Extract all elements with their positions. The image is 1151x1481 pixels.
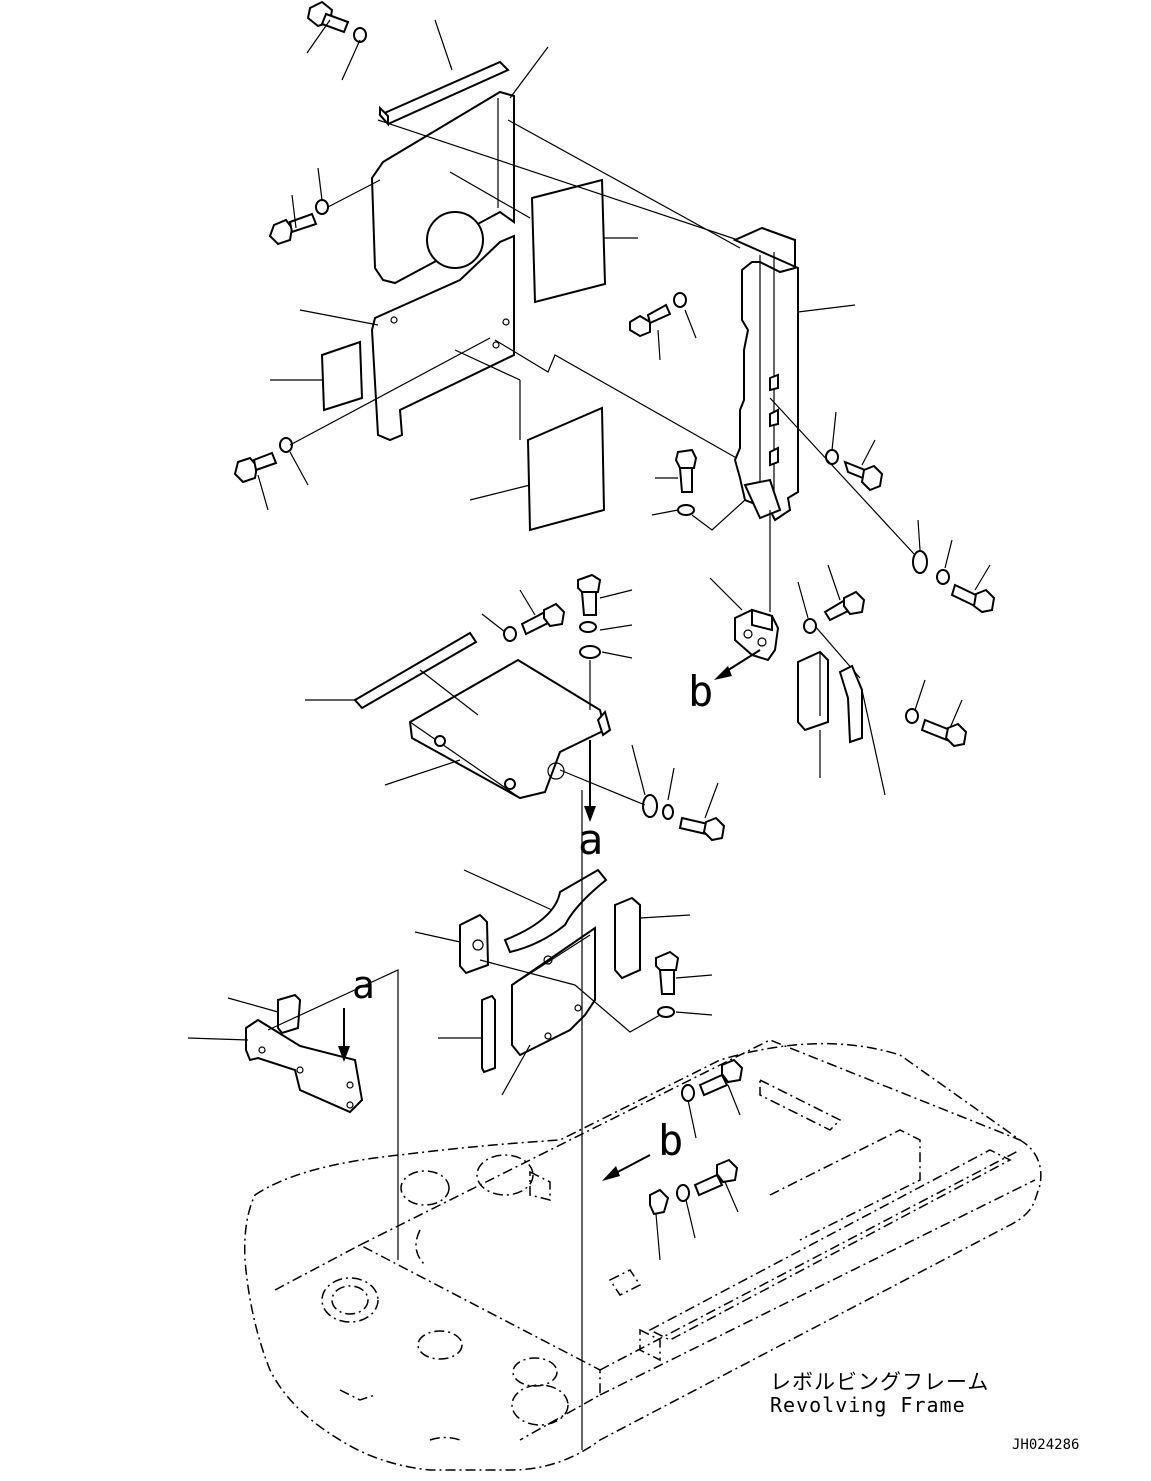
- frame-caption-japanese: レボルビングフレーム: [770, 1370, 990, 1394]
- bolt-icon: [629, 303, 672, 338]
- sponge-pad: [526, 406, 606, 532]
- sponge-pad: [530, 178, 607, 304]
- washer-icon: [579, 645, 601, 659]
- tray-cover: [353, 631, 612, 800]
- lower-cover-plate: [370, 234, 515, 442]
- bolt-icon: [520, 602, 566, 636]
- bolt-icon: [655, 950, 680, 995]
- washer-icon: [912, 550, 928, 574]
- washer-icon: [905, 708, 919, 724]
- bolt-icon: [674, 448, 698, 493]
- upper-cover-plate: [370, 90, 515, 285]
- washer-icon: [936, 569, 950, 585]
- bolt-icon: [233, 451, 278, 484]
- small-rubber-pad: [320, 340, 364, 412]
- washer-icon: [315, 199, 329, 215]
- vertical-support-bracket: [732, 226, 799, 522]
- bolt-icon: [950, 583, 996, 614]
- bolt-icon: [306, 0, 350, 34]
- bolt-icon: [843, 460, 884, 492]
- washer-icon: [676, 1184, 690, 1202]
- washer-icon: [681, 1084, 695, 1102]
- washer-icon: [673, 292, 687, 308]
- frame-caption-english: Revolving Frame: [770, 1393, 966, 1417]
- view-label-b-upper: b: [688, 667, 713, 716]
- small-pad-left: [277, 993, 302, 1035]
- bolt-icon: [268, 212, 318, 246]
- bolt-icon: [698, 1058, 744, 1097]
- view-arrow-a: [584, 740, 596, 822]
- bolt-icon: [823, 590, 866, 622]
- bolt-icon: [577, 573, 602, 616]
- rubber-pad-tall: [797, 650, 829, 732]
- rubber-strip-top: [378, 60, 510, 127]
- tall-rubber-block: [614, 896, 641, 980]
- side-cover-plate: [511, 926, 596, 1057]
- washer-icon: [642, 794, 658, 818]
- bolt-icon: [693, 1158, 739, 1197]
- top-plate-assembly: [233, 0, 741, 532]
- washer-icon: [662, 804, 674, 820]
- support-bracket-left: [245, 1018, 364, 1114]
- bolt-icon: [678, 816, 726, 842]
- washer-icon: [825, 449, 839, 465]
- view-arrow-b: [714, 649, 761, 680]
- washer-icon: [803, 618, 817, 634]
- washer-icon: [353, 27, 367, 43]
- tall-rubber-block: [481, 994, 496, 1074]
- view-arrow-b: [602, 1154, 651, 1181]
- clip-bracket: [838, 664, 863, 744]
- revolving-frame: [243, 1039, 1042, 1471]
- washer-icon: [657, 1006, 675, 1018]
- washer-icon: [677, 504, 695, 516]
- view-label-b-lower: b: [658, 1116, 683, 1165]
- view-label-a-lower: a: [352, 963, 375, 1007]
- washer-icon: [279, 437, 293, 453]
- clip-icon: [649, 1188, 670, 1216]
- washer-icon: [503, 626, 517, 642]
- view-arrow-a: [338, 1008, 350, 1062]
- mount-bracket-b: [734, 608, 780, 662]
- drawing-code: JH024286: [1012, 1437, 1080, 1453]
- small-rubber-pad: [459, 913, 490, 975]
- bolt-icon: [920, 718, 968, 748]
- washer-icon: [579, 621, 597, 633]
- curved-rubber-strip: [503, 868, 608, 954]
